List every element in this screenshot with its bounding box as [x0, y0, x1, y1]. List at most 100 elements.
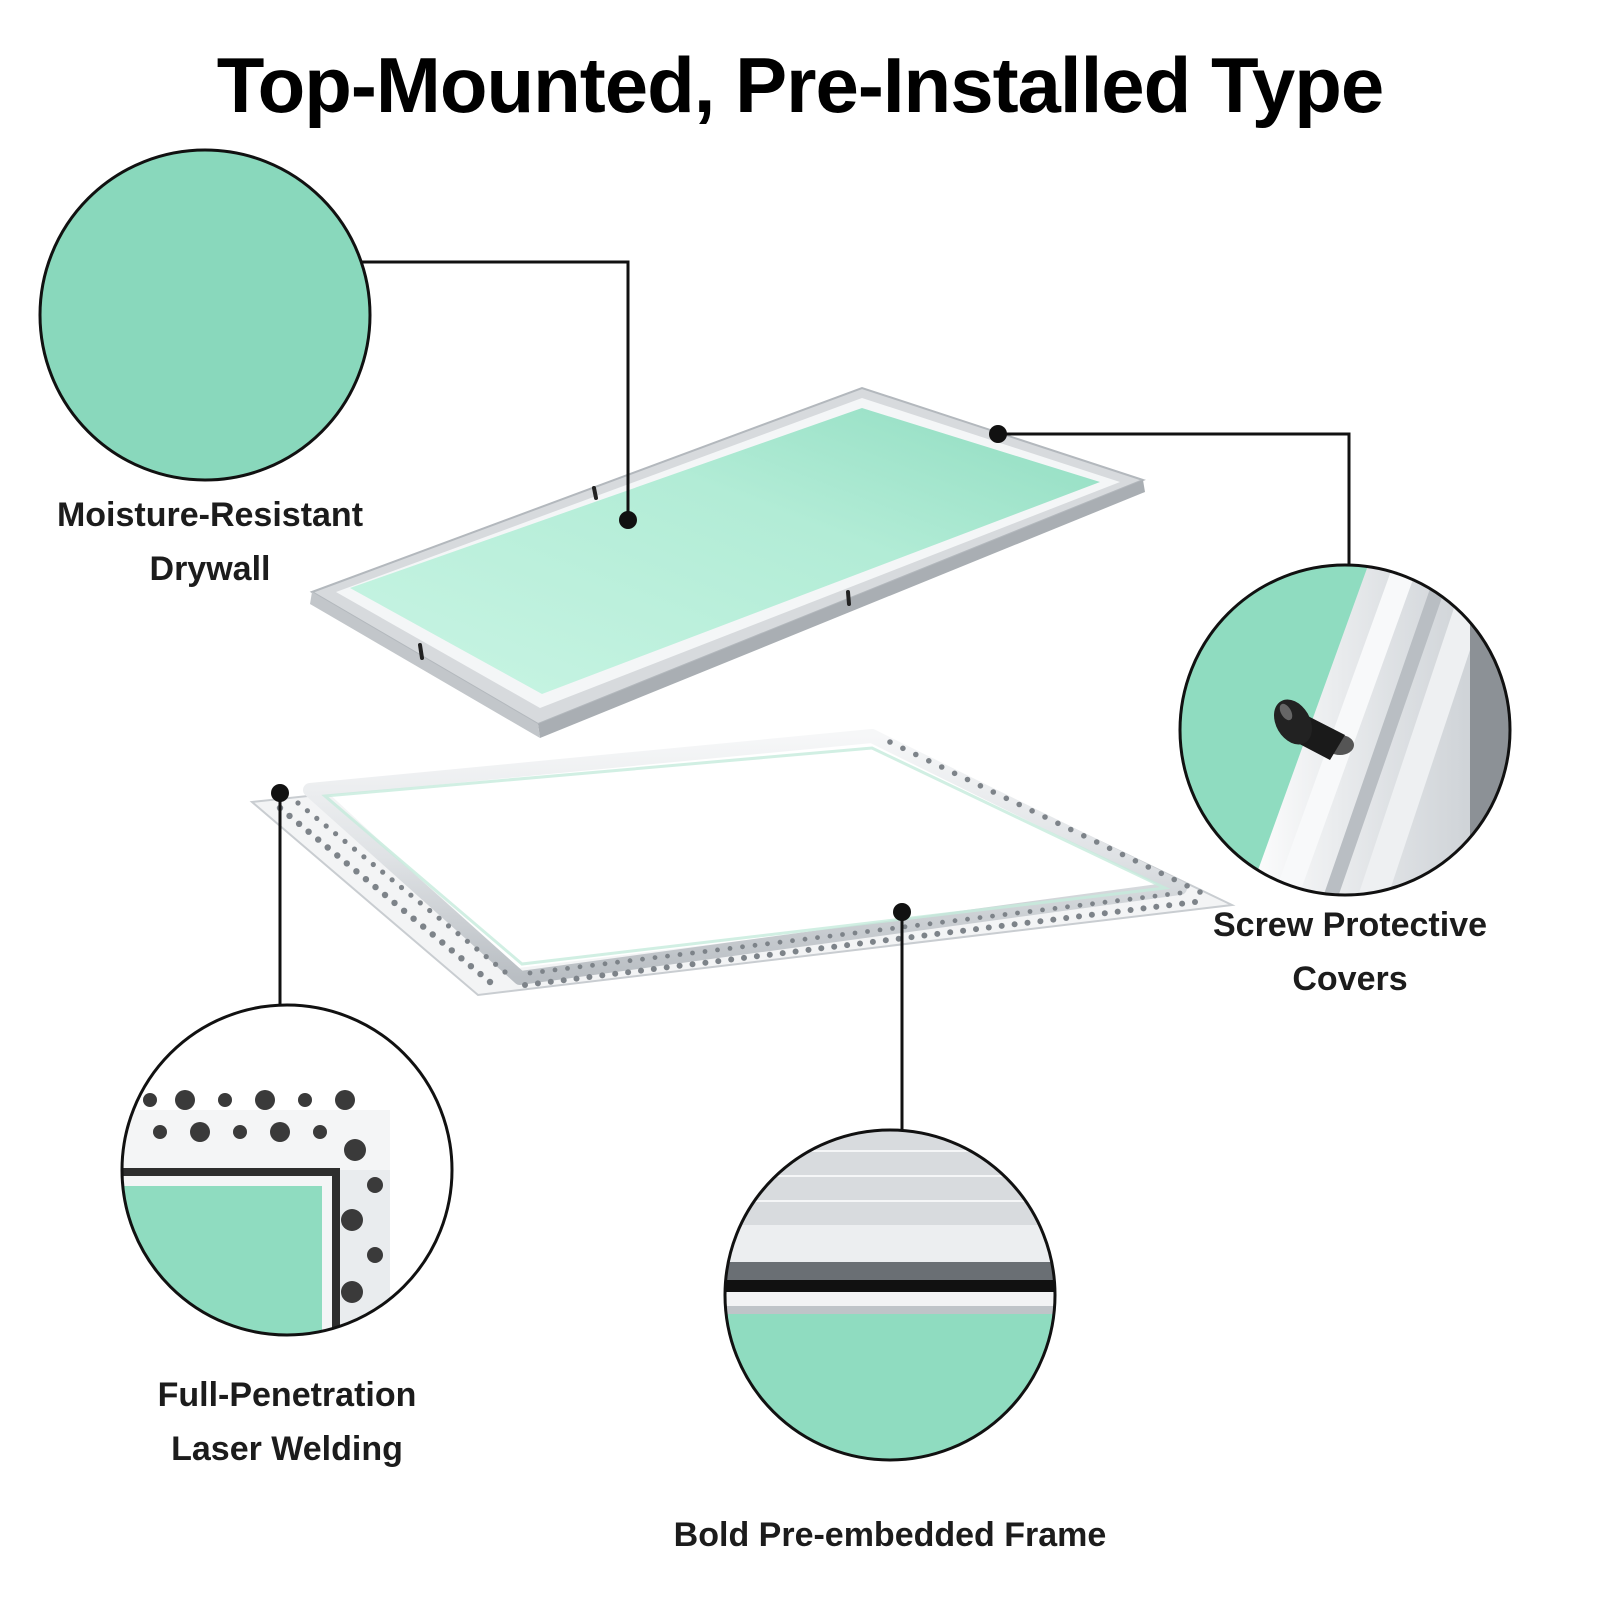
- drywall-panel: [309, 386, 1146, 738]
- weld-perforation-hole: [270, 1122, 290, 1142]
- perforation-hole: [1115, 898, 1120, 904]
- perforation-hole: [869, 938, 876, 945]
- perforation-hole: [1050, 916, 1057, 923]
- perforation-hole: [458, 955, 465, 962]
- laser-welding-label-line2: Laser Welding: [171, 1430, 403, 1468]
- drywall-detail-circle: [38, 148, 372, 482]
- perforation-hole: [1088, 911, 1095, 918]
- perforation-hole: [389, 877, 395, 883]
- perforation-hole: [882, 937, 889, 944]
- perforation-hole: [324, 844, 331, 851]
- perforation-hole: [342, 838, 348, 845]
- perforation-hole: [1179, 900, 1186, 907]
- perforation-hole: [844, 942, 851, 949]
- perforation-hole: [840, 932, 845, 937]
- drywall-label-line2: Drywall: [149, 550, 271, 588]
- perforation-hole: [690, 950, 695, 956]
- perforation-hole: [372, 883, 379, 891]
- perforation-hole: [1063, 915, 1070, 921]
- perforation-hole: [728, 956, 735, 963]
- perforation-hole: [640, 956, 645, 962]
- perforation-hole: [902, 924, 908, 930]
- perforation-hole: [333, 831, 339, 837]
- perforation-hole: [887, 739, 893, 745]
- perforation-hole: [1101, 910, 1108, 917]
- perforation-hole: [502, 969, 508, 975]
- perforation-hole: [381, 891, 389, 899]
- perforation-hole: [663, 964, 670, 971]
- perforation-hole: [702, 959, 709, 966]
- weld-perforation-hole: [175, 1090, 195, 1110]
- perforation-hole: [1165, 892, 1170, 897]
- weld-perforation-hole: [367, 1177, 383, 1193]
- perforation-hole: [938, 764, 945, 770]
- perforation-hole: [439, 939, 446, 946]
- weld-perforation-hole: [344, 1139, 366, 1161]
- perforation-hole: [362, 876, 370, 883]
- perforation-hole: [865, 929, 870, 934]
- perforation-hole: [1037, 918, 1044, 925]
- perforation-hole: [652, 955, 658, 960]
- perforation-hole: [947, 929, 954, 936]
- weld-perforation-hole: [143, 1093, 157, 1107]
- perforation-hole: [315, 836, 322, 843]
- perforation-hole: [877, 927, 883, 933]
- perforation-hole: [477, 970, 484, 978]
- perforation-hole: [702, 949, 708, 954]
- perforation-hole: [391, 899, 398, 907]
- perforation-hole: [1055, 820, 1061, 827]
- perforation-hole: [380, 869, 386, 875]
- perforation-hole: [689, 961, 696, 968]
- perforation-hole: [590, 962, 595, 968]
- perforation-hole: [927, 921, 933, 927]
- perforation-hole: [1132, 858, 1139, 864]
- perforation-hole: [1114, 908, 1121, 915]
- perforation-hole: [857, 940, 863, 947]
- perforation-hole: [802, 936, 808, 942]
- perforation-hole: [323, 823, 329, 829]
- perforation-hole: [1002, 912, 1008, 917]
- perforation-hole: [1177, 890, 1183, 896]
- perforation-hole: [827, 933, 833, 939]
- perforation-hole: [334, 852, 341, 859]
- perforation-hole: [951, 770, 958, 777]
- perforation-hole: [741, 954, 747, 961]
- perforation-hole: [1076, 913, 1082, 920]
- frame-label-line1: Bold Pre-embedded Frame: [673, 1516, 1107, 1554]
- screw-cover-detail-circle: [1178, 563, 1512, 897]
- perforation-hole: [474, 946, 480, 952]
- perforation-hole: [727, 946, 733, 951]
- perforation-hole: [973, 926, 979, 933]
- perforation-hole: [1093, 839, 1100, 845]
- perforation-hole: [792, 948, 799, 955]
- perforation-hole: [895, 935, 902, 942]
- perforation-hole: [715, 958, 722, 965]
- perforation-hole: [1077, 902, 1083, 908]
- perforation-hole: [740, 944, 745, 950]
- perforation-hole: [565, 966, 570, 971]
- perforation-hole: [1127, 907, 1134, 913]
- laser-welding-detail-circle: [120, 1003, 454, 1337]
- perforation-hole: [990, 913, 995, 919]
- perforation-hole: [1145, 864, 1152, 870]
- perforation-hole: [852, 930, 858, 936]
- perforation-hole: [998, 922, 1005, 929]
- perforation-hole: [1015, 910, 1020, 916]
- perforation-hole: [921, 932, 928, 939]
- weld-perforation-hole: [298, 1093, 312, 1107]
- perforation-hole: [398, 884, 405, 891]
- leader-lines: [278, 260, 1351, 1132]
- perforation-hole: [493, 961, 499, 967]
- perforation-hole: [1042, 814, 1048, 820]
- perforation-hole: [1102, 899, 1108, 905]
- weld-perforation-hole: [313, 1125, 327, 1139]
- perforation-hole: [304, 808, 310, 814]
- perforation-hole: [527, 970, 533, 976]
- perforation-hole: [560, 977, 567, 984]
- perforation-hole: [818, 945, 825, 952]
- drywall-label-line1: Moisture-Resistant: [56, 496, 364, 534]
- perforation-hole: [295, 820, 303, 827]
- weld-perforation-hole: [364, 1317, 380, 1333]
- perforation-hole: [805, 946, 812, 953]
- perforation-hole: [1052, 906, 1058, 911]
